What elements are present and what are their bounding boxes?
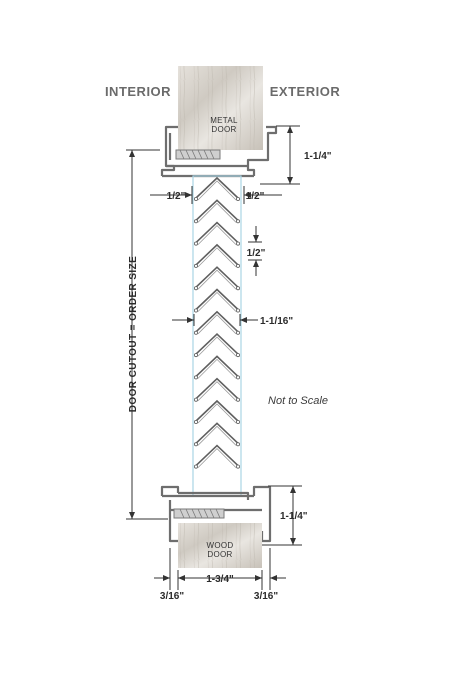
louver-blade [195, 266, 239, 288]
louver-blade-inner [197, 180, 237, 201]
bottom-screw [173, 508, 225, 519]
louver-blade [195, 377, 239, 400]
dim-top-frame-depth: 1-1/4" [304, 151, 332, 162]
louver-blade-inner [197, 381, 237, 401]
metal-door-label-line1: METAL [210, 116, 238, 125]
interior-label: INTERIOR [105, 84, 171, 99]
wood-door-label-line2: DOOR [207, 550, 232, 559]
louver-blade [195, 288, 239, 311]
blade-tip [235, 308, 240, 313]
dimension-lines [126, 125, 302, 590]
blade-tip [193, 397, 198, 402]
blade-tip [193, 330, 198, 335]
blade-tip [193, 263, 198, 268]
louver-blade-inner [197, 269, 237, 290]
blade-tip [235, 263, 240, 268]
blade-tip [235, 397, 240, 402]
blade-tip [235, 330, 240, 335]
exterior-label: EXTERIOR [270, 84, 341, 99]
blade-tip [193, 375, 198, 380]
blade-tip [193, 241, 198, 246]
louver-blade-inner [197, 247, 237, 268]
top-screw [175, 149, 221, 160]
dim-left-gap: 1/2" [167, 191, 186, 202]
blade-tip [235, 375, 240, 380]
louver-blade-inner [197, 225, 237, 245]
blade-tip [193, 308, 198, 313]
metal-door-label-line2: DOOR [211, 125, 236, 134]
dim-overall-width: 1-3/4" [206, 574, 234, 585]
dim-left-flange: 3/16" [160, 591, 184, 602]
dimension-arrows [129, 126, 296, 581]
louver-blade-inner [197, 358, 237, 379]
louver-blade [195, 355, 239, 377]
door-cutout-label: DOOR CUTOUT = ORDER SIZE [128, 256, 139, 412]
metal-door [178, 66, 263, 150]
blade-tip [235, 442, 240, 447]
louver-blade-inner [197, 202, 237, 223]
dim-right-flange: 3/16" [254, 591, 278, 602]
louver-blade-inner [197, 291, 237, 312]
dim-louver-depth: 1-1/16" [260, 316, 293, 327]
wood-door-label-line1: WOOD [207, 541, 234, 550]
louver-blade-inner [197, 448, 237, 468]
blade-tip [193, 286, 198, 291]
louver-blade [195, 444, 239, 467]
blade-tip [235, 419, 240, 424]
louver-blade-inner [197, 336, 237, 357]
louver-blade [195, 422, 239, 444]
louver-blade [195, 332, 239, 355]
wood-door [178, 523, 262, 568]
blade-tip [193, 219, 198, 224]
blade-tip [193, 442, 198, 447]
louver-channel [192, 175, 242, 497]
louver-blade-inner [197, 314, 237, 335]
blade-tip [193, 464, 198, 469]
louver-blade [195, 310, 239, 333]
dim-bottom-frame-depth: 1-1/4" [280, 511, 308, 522]
blade-tip [193, 353, 198, 358]
louver-blades [193, 176, 240, 469]
blade-tip [193, 419, 198, 424]
dim-right-gap: 1/2" [246, 191, 265, 202]
louver-blade [195, 176, 239, 199]
blade-tip [235, 219, 240, 224]
louver-blade [195, 399, 239, 422]
dim-louver-pitch: 1/2" [247, 248, 266, 259]
blade-tip [235, 241, 240, 246]
blade-tip [235, 353, 240, 358]
louver-blade [195, 221, 239, 244]
not-to-scale-note: Not to Scale [268, 395, 328, 407]
blade-tip [193, 196, 198, 201]
louver-blade-inner [197, 425, 237, 446]
blade-tip [235, 464, 240, 469]
louver-blade-inner [197, 403, 237, 424]
blade-tip [235, 196, 240, 201]
louver-blade [195, 243, 239, 266]
louver-blade [195, 199, 239, 221]
blade-tip [235, 286, 240, 291]
